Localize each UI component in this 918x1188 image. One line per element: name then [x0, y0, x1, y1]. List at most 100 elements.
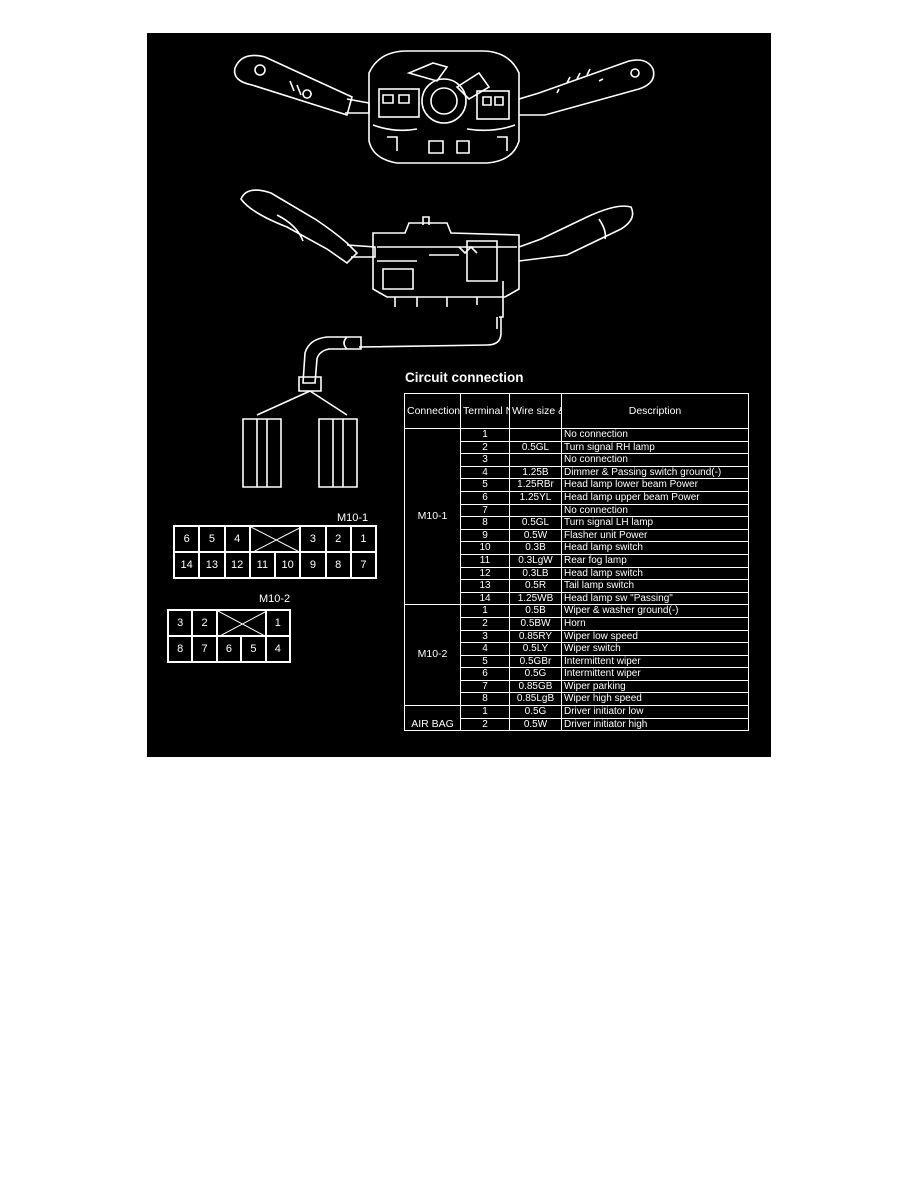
wire-cell: 0.85GB [509, 679, 562, 694]
top-right-stalk [518, 59, 655, 116]
side-housing [372, 216, 520, 318]
desc-cell: No connection [561, 503, 749, 518]
wire-cell: 1.25B [509, 465, 562, 480]
terminal-cell: 1 [460, 705, 510, 719]
desc-cell: Rear fog lamp [561, 553, 749, 568]
wire-cell: 0.5GL [509, 516, 562, 530]
pin-cell: 2 [192, 610, 217, 636]
header-terminal: Terminal No. [460, 393, 510, 429]
wire-cell: 0.5LY [509, 642, 562, 656]
terminal-cell: 2 [460, 440, 510, 455]
terminal-cell: 5 [460, 654, 510, 669]
m10-1-connector-label: M10-1 [337, 512, 369, 524]
terminal-cell: 6 [460, 490, 510, 505]
terminal-cell: 11 [460, 553, 510, 568]
pin-cell: 5 [241, 636, 266, 662]
desc-cell: Horn [561, 616, 749, 631]
combination-switch-illustration [233, 50, 655, 488]
terminal-cell: 4 [460, 465, 510, 480]
desc-cell: Driver initiator high [561, 717, 749, 732]
header-connection: Connection No. [404, 393, 461, 429]
connection-cell: M10-1 [404, 427, 461, 606]
top-housing [368, 50, 520, 164]
terminal-cell: 8 [460, 516, 510, 530]
wire-cell: 0.5G [509, 705, 562, 719]
wire-cell: 1.25RBr [509, 478, 562, 492]
pin-cell: 4 [265, 636, 290, 662]
terminal-cell: 9 [460, 528, 510, 543]
desc-cell: Dimmer & Passing switch ground(-) [561, 465, 749, 480]
desc-cell: Flasher unit Power [561, 528, 749, 543]
terminal-cell: 2 [460, 717, 510, 732]
desc-cell: Wiper parking [561, 679, 749, 694]
pin-cell: 7 [350, 552, 376, 578]
terminal-cell: 7 [460, 503, 510, 518]
wire-cell: 0.5B [509, 604, 562, 618]
terminal-cell: 1 [460, 428, 510, 442]
terminal-cell: 3 [460, 453, 510, 467]
terminal-cell: 1 [460, 604, 510, 618]
wire-cell: 0.5G [509, 667, 562, 681]
pin-cell: 6 [216, 636, 242, 662]
desc-cell: Head lamp switch [561, 566, 749, 581]
terminal-cell: 10 [460, 541, 510, 555]
pin-cell: 2 [325, 526, 351, 552]
wire-cell [509, 503, 562, 518]
circuit-connection-title: Circuit connection [405, 370, 524, 385]
wire-cell: 0.5GL [509, 440, 562, 455]
pin-cell: 6 [174, 526, 200, 552]
wire-cell [509, 453, 562, 467]
terminal-cell: 3 [460, 629, 510, 644]
wire-cell: 0.3LB [509, 566, 562, 581]
wire-cell: 0.85LgB [509, 692, 562, 707]
desc-cell: Turn signal LH lamp [561, 516, 749, 530]
terminal-cell: 12 [460, 566, 510, 581]
desc-cell: Head lamp switch [561, 541, 749, 555]
desc-cell: Intermittent wiper [561, 667, 749, 681]
wire-cell: 0.5R [509, 579, 562, 593]
terminal-cell: 13 [460, 579, 510, 593]
terminal-cell: 7 [460, 679, 510, 694]
m10-2-connector-label: M10-2 [259, 593, 291, 605]
pin-cell: 3 [300, 526, 326, 552]
side-left-stalk [240, 189, 376, 265]
pin-cell: 1 [265, 610, 290, 636]
desc-cell: Head lamp lower beam Power [561, 478, 749, 492]
pin-cell: 8 [325, 552, 351, 578]
pin-cell: 13 [199, 552, 225, 578]
wire-cell [509, 428, 562, 442]
blank-cavity [249, 526, 302, 553]
pin-cell: 14 [174, 552, 200, 578]
terminal-cell: 6 [460, 667, 510, 681]
wire-cell: 0.85RY [509, 629, 562, 644]
table-header-row: Connection No. Terminal No. Wire size & … [404, 393, 749, 429]
blank-cavity [216, 610, 267, 637]
connection-cell: AIR BAG [404, 705, 461, 732]
terminal-cell: 5 [460, 478, 510, 492]
pin-cell: 8 [168, 636, 193, 662]
wire-cell: 0.3LgW [509, 553, 562, 568]
terminal-cell: 14 [460, 591, 510, 606]
desc-cell: Wiper low speed [561, 629, 749, 644]
wire-cell: 1.25YL [509, 490, 562, 505]
wire-cell: 1.25WB [509, 591, 562, 606]
desc-cell: Intermittent wiper [561, 654, 749, 669]
desc-cell: Wiper & washer ground(-) [561, 604, 749, 618]
desc-cell: No connection [561, 453, 749, 467]
terminal-cell: 8 [460, 692, 510, 707]
wire-cell: 0.5BW [509, 616, 562, 631]
side-right-stalk [518, 205, 634, 262]
header-description: Description [561, 393, 749, 429]
desc-cell: Turn signal RH lamp [561, 440, 749, 455]
